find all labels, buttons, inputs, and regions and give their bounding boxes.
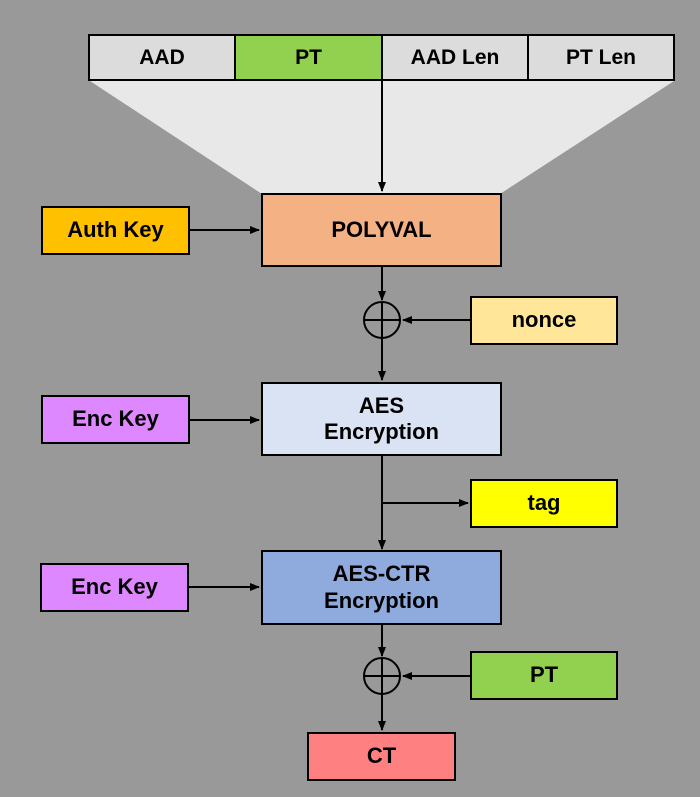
aes-encryption-block: AES Encryption: [261, 382, 502, 456]
ct-output-block: CT: [307, 732, 456, 781]
header-field-aad-len: AAD Len: [381, 34, 529, 81]
pt-input-block: PT: [470, 651, 618, 700]
xor-icon: [363, 301, 401, 339]
xor-icon: [363, 657, 401, 695]
nonce-block: nonce: [470, 296, 618, 345]
auth-key-block: Auth Key: [41, 206, 190, 255]
header-field-pt-len: PT Len: [527, 34, 675, 81]
enc-key-block-2: Enc Key: [40, 563, 189, 612]
enc-key-block-1: Enc Key: [41, 395, 190, 444]
aes-ctr-encryption-block: AES-CTR Encryption: [261, 550, 502, 625]
header-field-pt: PT: [234, 34, 383, 81]
header-field-aad: AAD: [88, 34, 236, 81]
tag-block: tag: [470, 479, 618, 528]
polyval-block: POLYVAL: [261, 193, 502, 267]
